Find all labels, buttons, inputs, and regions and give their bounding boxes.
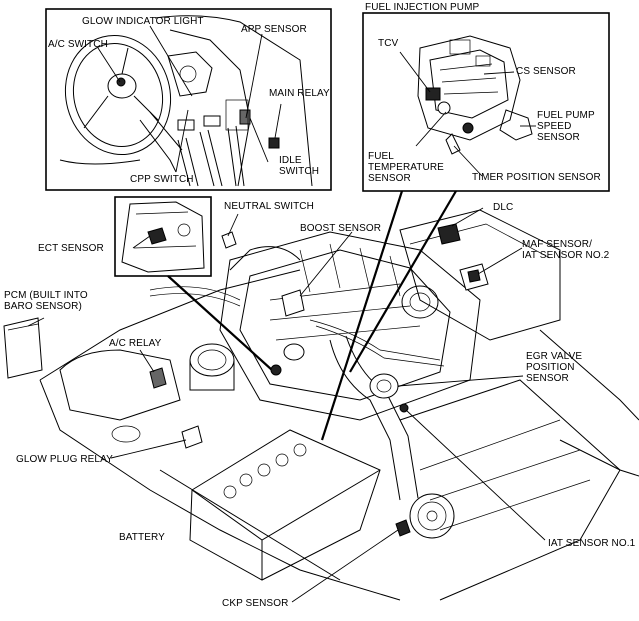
pump-callout-line-2 — [349, 190, 457, 373]
label-ac-switch: A/C SWITCH — [48, 39, 108, 50]
label-dlc: DLC — [493, 202, 514, 213]
pump-callout-line-1 — [320, 190, 404, 441]
ect-callout-line — [167, 275, 273, 371]
label-boost-sensor: BOOST SENSOR — [300, 223, 382, 234]
label-cs-sensor: CS SENSOR — [516, 66, 576, 77]
label-fuel-injection-pump: FUEL INJECTION PUMP — [365, 2, 480, 13]
fuel-pump-inset — [362, 12, 610, 192]
label-glow-plug-relay: GLOW PLUG RELAY — [16, 454, 113, 465]
dashboard-inset — [45, 8, 332, 191]
label-ac-relay: A/C RELAY — [109, 338, 162, 349]
label-tcv: TCV — [378, 38, 399, 49]
label-ect-sensor: ECT SENSOR — [38, 243, 104, 254]
label-maf-sensor: MAF SENSOR/IAT SENSOR NO.2 — [522, 239, 610, 261]
label-glow-indicator-light: GLOW INDICATOR LIGHT — [82, 16, 204, 27]
label-timer-position-sensor: TIMER POSITION SENSOR — [472, 172, 601, 183]
label-iat-sensor-no1: IAT SENSOR NO.1 — [548, 538, 636, 549]
engine-bay-illustration — [3, 209, 639, 601]
label-battery: BATTERY — [119, 532, 165, 543]
leader-lines — [27, 207, 546, 603]
ect-inset — [114, 196, 212, 277]
label-neutral-switch: NEUTRAL SWITCH — [224, 201, 314, 212]
label-main-relay: MAIN RELAY — [269, 88, 330, 99]
label-app-sensor: APP SENSOR — [241, 24, 307, 35]
label-ckp-sensor: CKP SENSOR — [222, 598, 289, 609]
label-cpp-switch: CPP SWITCH — [130, 174, 194, 185]
